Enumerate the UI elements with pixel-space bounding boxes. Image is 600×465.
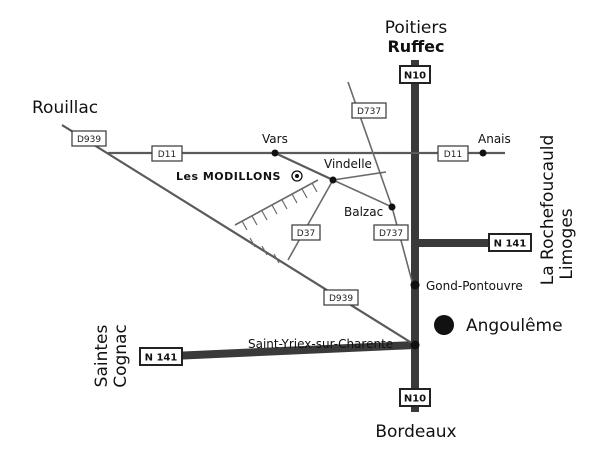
label-balzac: Balzac	[344, 205, 383, 219]
label-saint-yriex: Saint-Yriex-sur-Charente	[248, 337, 393, 351]
svg-text:D11: D11	[444, 150, 462, 160]
label-vindelle: Vindelle	[324, 157, 372, 171]
road-d737-south	[391, 206, 414, 286]
shield-d737-north: D737	[351, 102, 387, 119]
svg-text:D737: D737	[379, 229, 403, 239]
label-vars: Vars	[262, 132, 288, 146]
shield-n10-bottom: N10	[399, 388, 431, 407]
label-saintes: Saintes	[92, 325, 112, 388]
railway-ticks	[241, 182, 318, 264]
dot-angouleme	[434, 315, 454, 335]
svg-text:N10: N10	[404, 71, 426, 82]
shield-n141-east: N 141	[488, 233, 532, 252]
shield-n141-west: N 141	[139, 347, 183, 366]
dot-saint-yriex	[410, 340, 420, 350]
road-d737-north	[347, 81, 393, 208]
shield-d939-south: D939	[323, 289, 359, 306]
dot-gond-pontouvre	[410, 280, 420, 290]
shield-n10-top: N10	[399, 65, 431, 84]
label-anais: Anais	[478, 132, 511, 146]
label-rouillac: Rouillac	[32, 98, 98, 118]
dot-balzac	[388, 203, 396, 211]
label-limoges: Limoges	[557, 208, 577, 279]
label-cognac: Cognac	[111, 324, 131, 388]
road-n141-west	[149, 341, 416, 361]
svg-text:D737: D737	[357, 107, 381, 117]
dot-vars	[271, 149, 279, 157]
railway	[234, 179, 319, 226]
road-d939	[61, 124, 416, 346]
svg-text:N 141: N 141	[494, 239, 527, 250]
label-poitiers: Poitiers	[385, 18, 448, 38]
dot-anais	[479, 149, 487, 157]
label-la-rochefoucauld: La Rochefoucauld	[538, 135, 558, 286]
svg-text:N10: N10	[404, 394, 426, 405]
svg-text:D37: D37	[297, 229, 315, 239]
svg-text:D939: D939	[77, 135, 101, 145]
shield-d737-south: D737	[373, 224, 409, 241]
shield-d939-west: D939	[71, 130, 107, 147]
shield-d11-west: D11	[151, 145, 183, 162]
shield-d37: D37	[291, 224, 321, 241]
label-bordeaux: Bordeaux	[375, 422, 456, 442]
road-vars-vindelle	[274, 152, 334, 181]
label-gond-pontouvre: Gond-Pontouvre	[426, 279, 523, 293]
target-center-icon	[295, 174, 299, 178]
road-d37	[287, 179, 334, 261]
label-les-modillons: Les MODILLONS	[176, 170, 281, 183]
svg-text:D11: D11	[158, 150, 176, 160]
road-vindelle-balzac	[332, 179, 393, 208]
shield-d11-east: D11	[437, 145, 469, 162]
label-ruffec: Ruffec	[387, 37, 444, 56]
svg-text:D939: D939	[329, 294, 353, 304]
dot-vindelle	[329, 176, 337, 184]
label-angouleme: Angoulême	[466, 316, 563, 336]
road-vindelle-n10	[332, 171, 387, 181]
svg-text:N 141: N 141	[145, 353, 178, 364]
